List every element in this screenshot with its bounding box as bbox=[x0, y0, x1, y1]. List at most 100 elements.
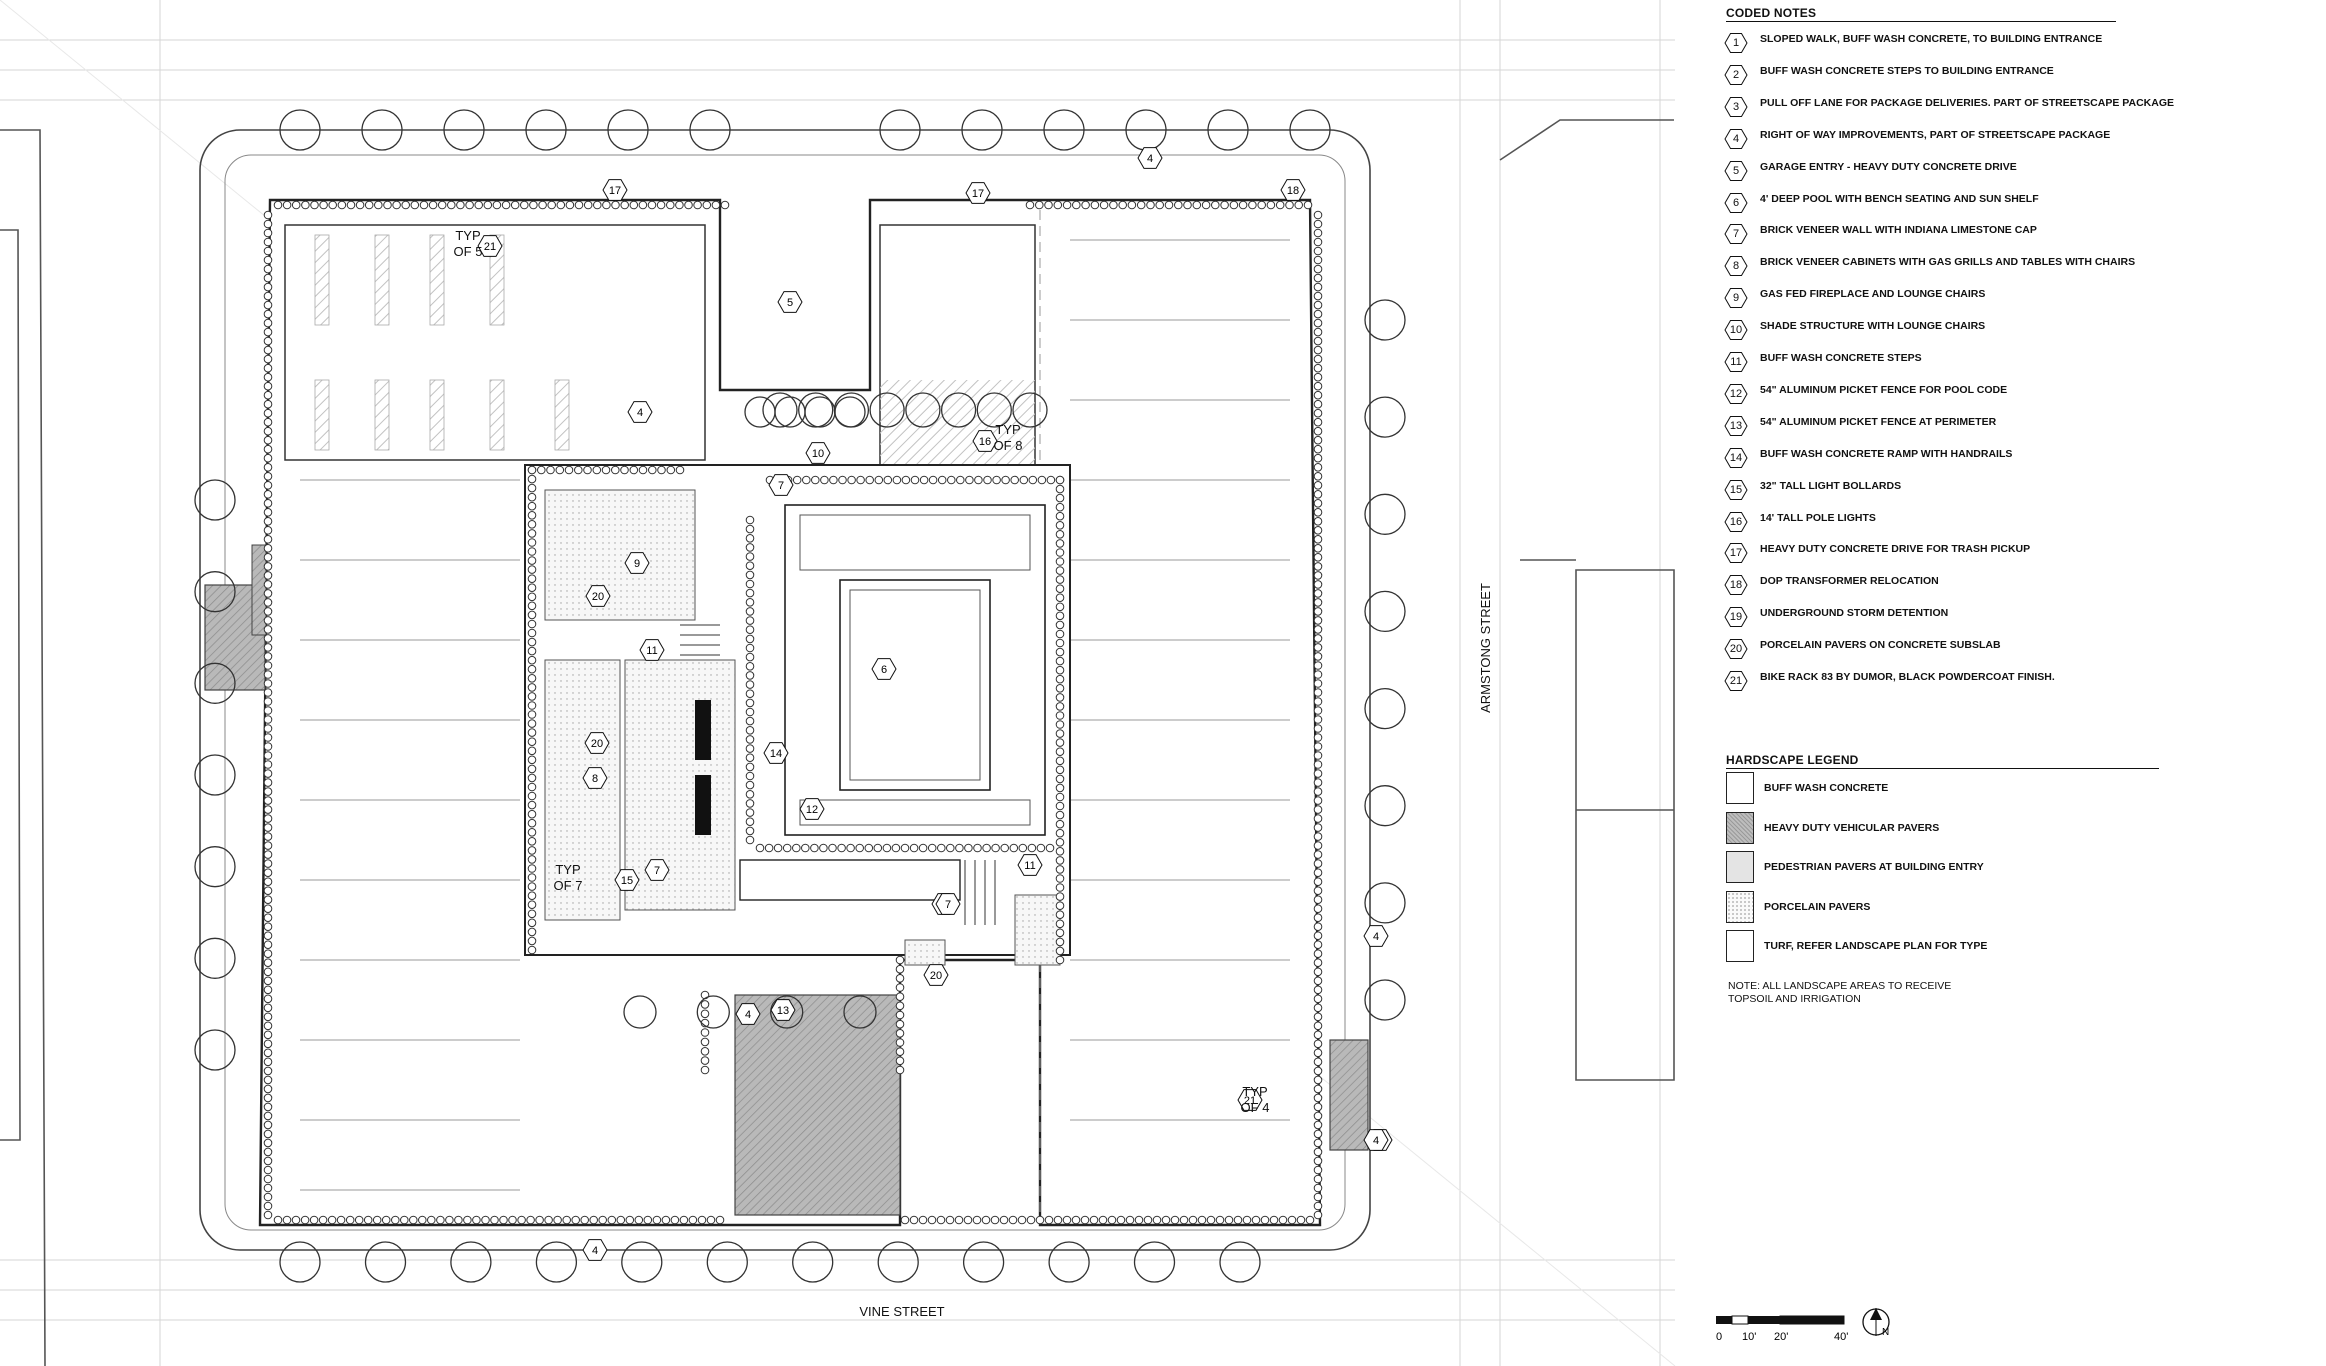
shrub bbox=[1118, 200, 1127, 210]
shrub bbox=[527, 719, 537, 728]
callout-hexagon-icon: 4 bbox=[1363, 925, 1389, 947]
shrub bbox=[263, 598, 273, 607]
shrub bbox=[895, 1001, 905, 1011]
shrub bbox=[1313, 517, 1323, 526]
shrub bbox=[1017, 1215, 1027, 1225]
shrub bbox=[555, 465, 565, 475]
shrub bbox=[700, 1000, 710, 1009]
shrub bbox=[263, 417, 273, 427]
shrub bbox=[263, 390, 273, 400]
hexagon-tag-icon: 3 bbox=[1724, 95, 1748, 119]
shrub bbox=[643, 1215, 653, 1225]
shrub bbox=[263, 661, 273, 670]
coded-note-text: PULL OFF LANE FOR PACKAGE DELIVERIES. PA… bbox=[1760, 96, 2175, 109]
shrub bbox=[1313, 1084, 1323, 1094]
shrub bbox=[263, 1066, 273, 1076]
shrub bbox=[1055, 747, 1065, 757]
shrub bbox=[1313, 697, 1323, 706]
block-outline bbox=[199, 129, 1371, 1251]
shrub bbox=[263, 1021, 273, 1031]
shrub bbox=[1313, 1030, 1323, 1040]
coded-note-text: GARAGE ENTRY - HEAVY DUTY CONCRETE DRIVE bbox=[1760, 160, 2017, 173]
shrub bbox=[895, 1029, 905, 1038]
callout-hexagon-icon: 20 bbox=[584, 732, 610, 754]
shrub bbox=[1260, 1215, 1270, 1225]
shrub bbox=[1143, 1215, 1153, 1225]
shrub bbox=[263, 1138, 273, 1148]
shrub bbox=[354, 1215, 364, 1225]
legend-label: TURF, REFER LANDSCAPE PLAN FOR TYPE bbox=[1764, 940, 1988, 952]
shrub bbox=[874, 475, 884, 485]
north-label: N bbox=[1882, 1327, 1889, 1338]
shrub bbox=[745, 607, 755, 616]
coded-note-text: 14' TALL POLE LIGHTS bbox=[1760, 511, 1876, 524]
tree bbox=[843, 995, 877, 1029]
shrub bbox=[1313, 255, 1323, 265]
shrub bbox=[1055, 892, 1065, 901]
shrub bbox=[802, 475, 811, 485]
shrub bbox=[445, 1215, 454, 1225]
general-note: NOTE: ALL LANDSCAPE AREAS TO RECEIVE TOP… bbox=[1728, 980, 1952, 1005]
shrub bbox=[263, 345, 273, 355]
shrub bbox=[773, 843, 783, 853]
shrub bbox=[1313, 814, 1323, 823]
tree bbox=[194, 937, 236, 979]
callout-number: 7 bbox=[778, 480, 784, 492]
shrub bbox=[1055, 602, 1065, 612]
tree bbox=[834, 396, 866, 428]
shrub bbox=[1055, 629, 1065, 639]
shrub bbox=[1098, 1215, 1108, 1225]
shrub bbox=[620, 200, 630, 210]
callout-hexagon-icon: 4 bbox=[627, 401, 653, 423]
shrub bbox=[263, 850, 273, 859]
callout-number: 4 bbox=[1373, 1135, 1379, 1147]
shrub bbox=[1183, 200, 1192, 210]
coded-note-text: 54" ALUMINUM PICKET FENCE AT PERIMETER bbox=[1760, 415, 1997, 428]
shrub bbox=[527, 936, 537, 946]
shrub bbox=[1266, 200, 1276, 210]
shrub bbox=[1313, 535, 1323, 544]
shrub bbox=[1313, 859, 1323, 868]
callout-number: 4 bbox=[637, 407, 643, 419]
shrub bbox=[263, 553, 273, 562]
coded-note-number: 7 bbox=[1732, 228, 1740, 241]
callout-hexagon-icon: 7 bbox=[935, 893, 961, 915]
shrub bbox=[556, 200, 566, 210]
shrub bbox=[745, 634, 755, 644]
shrub bbox=[1313, 1048, 1323, 1058]
shrub bbox=[745, 616, 755, 625]
shrub bbox=[1313, 769, 1323, 778]
shrub bbox=[1313, 399, 1323, 409]
shrub bbox=[1313, 219, 1323, 229]
shrub bbox=[1055, 484, 1065, 494]
shrub bbox=[982, 843, 991, 853]
shrub bbox=[263, 868, 273, 878]
tree bbox=[696, 995, 730, 1029]
shrub bbox=[263, 1111, 273, 1121]
shrub bbox=[629, 465, 639, 475]
shrub bbox=[345, 1215, 355, 1225]
coded-note-number: 6 bbox=[1732, 196, 1740, 209]
shrub bbox=[919, 475, 929, 485]
shrub bbox=[828, 843, 837, 853]
shrub bbox=[745, 826, 755, 836]
shrub bbox=[1313, 273, 1323, 283]
shrub bbox=[1313, 1201, 1323, 1211]
shrub bbox=[263, 1048, 273, 1058]
shrub bbox=[574, 200, 584, 210]
shrub bbox=[745, 707, 755, 717]
shrub bbox=[263, 823, 273, 832]
shrub bbox=[263, 1075, 273, 1085]
shrub bbox=[481, 1215, 490, 1225]
shrub bbox=[1313, 580, 1323, 589]
shrub bbox=[383, 200, 392, 210]
shrub bbox=[427, 1215, 436, 1225]
hexagon-tag-icon: 14 bbox=[1724, 446, 1748, 470]
shrub bbox=[648, 465, 657, 475]
coded-note-number: 1 bbox=[1732, 37, 1740, 49]
typ-label: OF 5 bbox=[454, 244, 483, 259]
shrub bbox=[263, 589, 273, 598]
shrub bbox=[1055, 711, 1065, 720]
